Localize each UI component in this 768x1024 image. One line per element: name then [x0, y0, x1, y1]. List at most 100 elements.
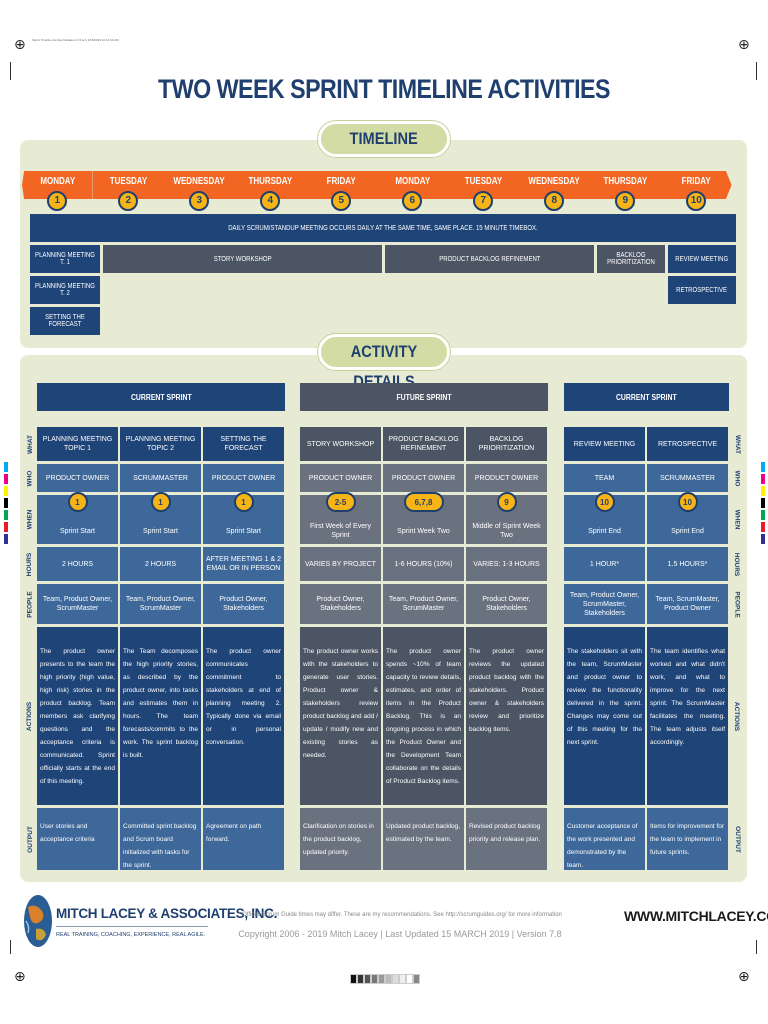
cell-what: PRODUCT BACKLOG REFINEMENT [383, 427, 464, 461]
cell-actions: The product owner reviews the updated pr… [466, 627, 547, 805]
cell-people: Product Owner, Stakeholders [203, 584, 284, 624]
setting-forecast-bar: SETTING THE FORECAST [30, 307, 100, 335]
activity-heading: ACTIVITY DETAILS [318, 334, 450, 391]
calibration-swatch [350, 974, 357, 984]
cell-actions: The product owner communicates commitmen… [203, 627, 284, 805]
cell-people: Team, ScrumMaster, Product Owner [647, 584, 728, 624]
cell-what: BACKLOG PRIORITIZATION [466, 427, 547, 461]
cell-when: Sprint Start [120, 510, 201, 544]
row-label-when: WHEN [26, 509, 34, 530]
row-label-who: WHO [733, 470, 741, 486]
cell-output: Updated product backlog, estimated by th… [383, 808, 464, 870]
cell-who: SCRUMMASTER [120, 464, 201, 492]
day-number-badge: 3 [189, 191, 210, 211]
cell-people: Team, Product Owner, ScrumMaster [383, 584, 464, 624]
group-header-current-sprint: CURRENT SPRINT [37, 383, 285, 411]
company-logo-globe [24, 895, 52, 947]
cell-when: Sprint Week Two [383, 510, 464, 544]
cell-what: RETROSPECTIVE [647, 427, 728, 461]
cell-output: Committed sprint backlog and Scrum board… [120, 808, 201, 870]
cell-people: Product Owner, Stakeholders [466, 584, 547, 624]
calibration-swatch [392, 974, 399, 984]
row-label-output: OUTPUT [26, 825, 34, 853]
row-label-hours: HOURS [26, 552, 34, 576]
cell-actions: The product owner spends ~10% of team ca… [383, 627, 464, 805]
cell-who: PRODUCT OWNER [466, 464, 547, 492]
cell-output: Revised product backlog priority and rel… [466, 808, 547, 870]
crop-mark [10, 940, 11, 954]
cell-hours: 1-6 HOURS (10%) [383, 547, 464, 581]
cell-hours: 1 HOUR* [564, 547, 645, 581]
sprint-day-badge: 6,7,8 [403, 492, 444, 512]
day-name: TUESDAY [109, 176, 148, 187]
day-header: MONDAY [22, 171, 93, 199]
cell-what: STORY WORKSHOP [300, 427, 381, 461]
calibration-swatch [413, 974, 420, 984]
row-label-people: PEOPLE [26, 590, 34, 618]
cell-hours: VARIES BY PROJECT [300, 547, 381, 581]
row-label-output: OUTPUT [733, 825, 741, 853]
crop-mark [756, 62, 757, 80]
cell-who: PRODUCT OWNER [300, 464, 381, 492]
registration-mark-bottom-left: ⊕ [14, 969, 26, 985]
registration-mark-bottom-right: ⊕ [738, 969, 750, 985]
backlog-prioritization-bar: BACKLOG PRIORITIZATION [597, 245, 665, 273]
cell-actions: The product owner presents to the team t… [37, 627, 118, 805]
sprint-day-badge: 9 [496, 492, 517, 512]
calibration-side-swatch [4, 474, 8, 484]
day-name: THURSDAY [603, 176, 648, 187]
cell-who: PRODUCT OWNER [203, 464, 284, 492]
row-label-actions: ACTIONS [26, 701, 34, 731]
day-name: WEDNESDAY [173, 176, 225, 187]
cell-when: Sprint End [564, 510, 645, 544]
group-header-current-sprint-end: CURRENT SPRINT [564, 383, 729, 411]
calibration-swatch [364, 974, 371, 984]
day-name: WEDNESDAY [528, 176, 580, 187]
cell-when: Sprint End [647, 510, 728, 544]
day-name: THURSDAY [248, 176, 293, 187]
story-workshop-bar: STORY WORKSHOP [103, 245, 382, 273]
cell-who: TEAM [564, 464, 645, 492]
cell-actions: The team identifies what worked and what… [647, 627, 728, 805]
calibration-swatch [399, 974, 406, 984]
row-label-actions: ACTIONS [733, 701, 741, 731]
cell-actions: The product owner works with the stakeho… [300, 627, 381, 805]
cell-people: Team, Product Owner, ScrumMaster [37, 584, 118, 624]
website-url[interactable]: WWW.MITCHLACEY.COM [624, 908, 768, 924]
timeline-heading: TIMELINE [318, 121, 450, 157]
cell-hours: VARIES: 1-3 HOURS [466, 547, 547, 581]
calibration-side-swatch [4, 486, 8, 496]
cell-what: REVIEW MEETING [564, 427, 645, 461]
calibration-side-swatch [4, 522, 8, 532]
registration-mark-top-right: ⊕ [738, 37, 750, 53]
cell-output: User stories and acceptance criteria [37, 808, 118, 870]
calibration-swatch [406, 974, 413, 984]
day-number-badge: 1 [47, 191, 68, 211]
cell-what: SETTING THE FORECAST [203, 427, 284, 461]
crop-mark [10, 62, 11, 80]
cell-output: Items for improvement for the team to im… [647, 808, 728, 870]
cell-output: Agreement on path forward. [203, 808, 284, 870]
day-number-badge: 5 [331, 191, 352, 211]
calibration-side-swatch [761, 486, 765, 496]
retrospective-bar: RETROSPECTIVE [668, 276, 736, 304]
crop-mark [756, 940, 757, 954]
cell-people: Product Owner, Stakeholders [300, 584, 381, 624]
footnote: * Official Scrum Guide times may differ.… [238, 912, 562, 918]
day-number-badge: 7 [473, 191, 494, 211]
calibration-side-swatch [761, 510, 765, 520]
sprint-day-badge: 2-5 [325, 492, 356, 512]
group-header-future-sprint: FUTURE SPRINT [300, 383, 548, 411]
calibration-side-swatch [4, 498, 8, 508]
cell-when: Middle of Sprint Week Two [466, 510, 547, 544]
day-name: MONDAY [394, 176, 430, 187]
cell-people: Team, Product Owner, ScrumMaster, Stakeh… [564, 584, 645, 624]
day-name: FRIDAY [681, 176, 711, 187]
planning-meeting-1-bar: PLANNING MEETING T. 1 [30, 245, 100, 273]
copyright: Copyright 2006 - 2019 Mitch Lacey | Last… [238, 929, 562, 939]
day-number-badge: 2 [118, 191, 139, 211]
calibration-side-swatch [761, 498, 765, 508]
row-label-when: WHEN [733, 509, 741, 530]
sprint-day-badge: 10 [594, 492, 615, 512]
cell-what: PLANNING MEETING TOPIC 2 [120, 427, 201, 461]
